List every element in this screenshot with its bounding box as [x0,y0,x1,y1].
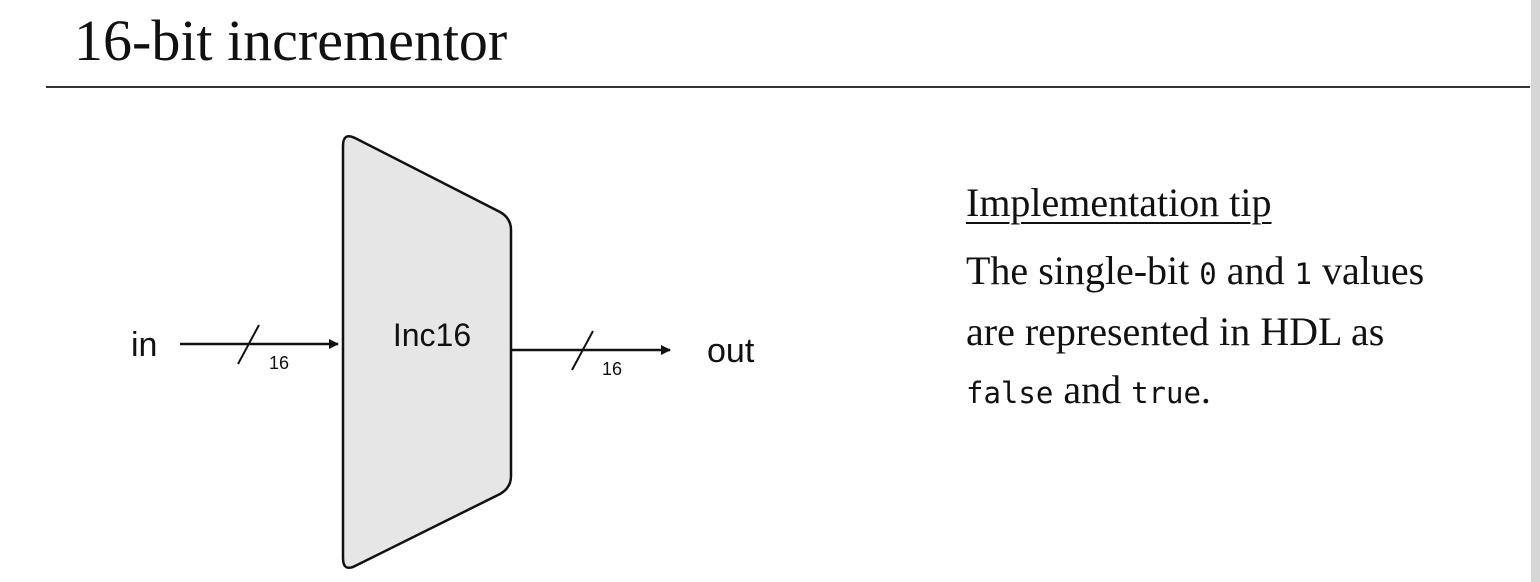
output-bus-width: 16 [602,359,622,379]
input-label: in [131,326,157,364]
tip-text: and [1216,248,1295,293]
title-divider [46,86,1530,88]
tip-text: The single-bit [966,248,1200,293]
tip-line-1: The single-bit 0 and 1 values [966,242,1531,303]
code-false: false [966,376,1054,410]
tip-text: . [1200,367,1211,412]
tip-heading: Implementation tip [966,180,1272,225]
tip-body: The single-bit 0 and 1 values are repres… [966,242,1531,422]
chip-label: Inc16 [393,317,471,353]
implementation-tip: Implementation tip The single-bit 0 and … [966,176,1531,422]
code-true: true [1131,376,1201,410]
code-zero: 0 [1199,257,1217,291]
output-bus-slash [571,330,594,371]
inc16-chip-body [341,135,513,569]
code-one: 1 [1294,257,1312,291]
tip-line-2: are represented in HDL as [966,309,1385,354]
output-label: out [707,332,755,370]
slide-title: 16-bit incrementor [74,8,508,73]
input-bus-slash [237,324,260,365]
input-bus-width: 16 [269,353,289,373]
tip-text: values [1311,248,1425,293]
tip-text: and [1053,367,1132,412]
tip-line-3: false and true. [966,361,1531,422]
slide-edge [1531,0,1540,582]
inc16-diagram: Inc16 in 16 16 out [131,135,755,569]
